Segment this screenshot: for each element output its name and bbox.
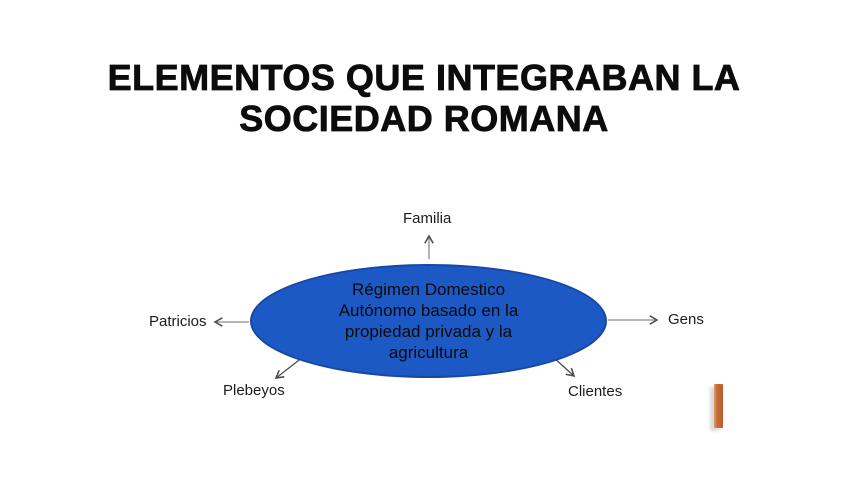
center-text-line: agricultura [388,343,469,362]
center-text-line: Autónomo basado en la [338,301,519,320]
slide-title-line-2: SOCIEDAD ROMANA [239,98,609,140]
arrow-to-plebeyos [274,356,304,379]
node-label-gens: Gens [668,311,704,328]
center-text-line: Régimen Domestico [351,280,506,299]
slide-title-line-1: ELEMENTOS QUE INTEGRABAN LA [107,57,741,99]
slide-title: ELEMENTOS QUE INTEGRABAN LA SOCIEDAD ROM… [0,57,848,140]
accent-bar [714,384,723,428]
node-label-patricios: Patricios [149,313,207,330]
node-label-plebeyos: Plebeyos [223,382,285,399]
node-label-clientes: Clientes [568,383,623,400]
node-label-familia: Familia [403,210,452,227]
center-ellipse: Régimen Domestico Autónomo basado en la … [250,264,607,378]
center-text-line: propiedad privada y la [344,322,513,341]
